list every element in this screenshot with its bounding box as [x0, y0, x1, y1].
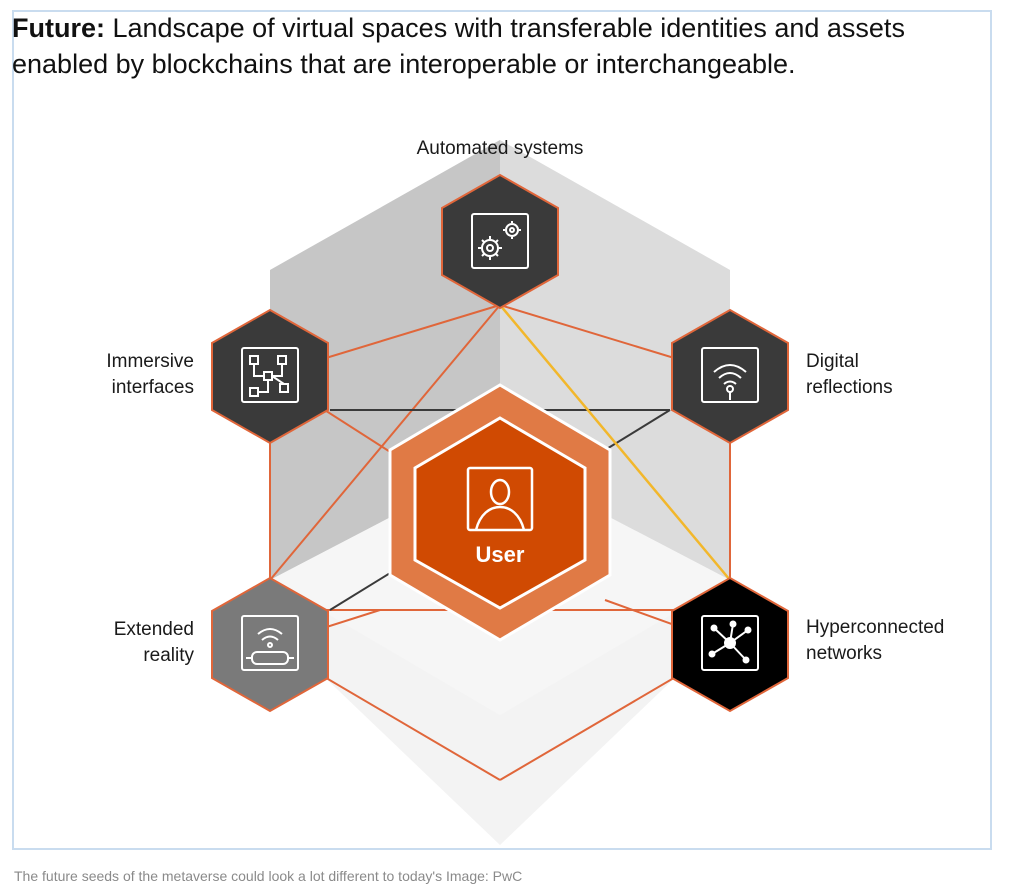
node-hyperconnected-networks: Hyperconnected networks [671, 576, 944, 713]
immersive-interfaces-label-line2: interfaces [112, 377, 194, 398]
bottom-band [270, 580, 730, 845]
hyperconnected-networks-label-line1: Hyperconnected [806, 617, 944, 638]
extended-reality-hexagon [211, 576, 329, 713]
digital-reflections-label-line1: Digital [806, 351, 859, 372]
diagram-title: Future: Landscape of virtual spaces with… [12, 10, 972, 82]
vr-headset-icon [241, 615, 299, 671]
node-immersive-interfaces: Immersive interfaces [106, 308, 329, 445]
yellow-line [499, 304, 731, 581]
automated-systems-hexagon [441, 173, 559, 310]
extended-reality-label-line1: Extended [114, 619, 194, 640]
title-text: Landscape of virtual spaces with transfe… [12, 13, 905, 79]
node-extended-reality: Extended reality [114, 576, 329, 713]
user-label: User [476, 542, 525, 567]
image-caption: The future seeds of the metaverse could … [14, 868, 523, 884]
digital-reflections-hexagon [671, 308, 789, 445]
node-digital-reflections: Digital reflections [671, 308, 893, 445]
wifi-signal-icon [701, 347, 759, 403]
digital-reflections-label-line2: reflections [806, 377, 893, 398]
gears-icon [471, 213, 529, 269]
extended-reality-label-line2: reality [143, 645, 194, 666]
automated-systems-label: Automated systems [417, 138, 584, 159]
circuit-icon [241, 347, 299, 403]
hyperconnected-networks-label-line2: networks [806, 643, 882, 664]
network-hub-icon [701, 615, 759, 671]
node-automated-systems: Automated systems [417, 138, 584, 310]
user-icon [466, 466, 534, 532]
user-hexagon-inner [413, 416, 587, 610]
immersive-interfaces-hexagon [211, 308, 329, 445]
title-bold: Future: [12, 13, 105, 43]
immersive-interfaces-label-line1: Immersive [106, 351, 194, 372]
